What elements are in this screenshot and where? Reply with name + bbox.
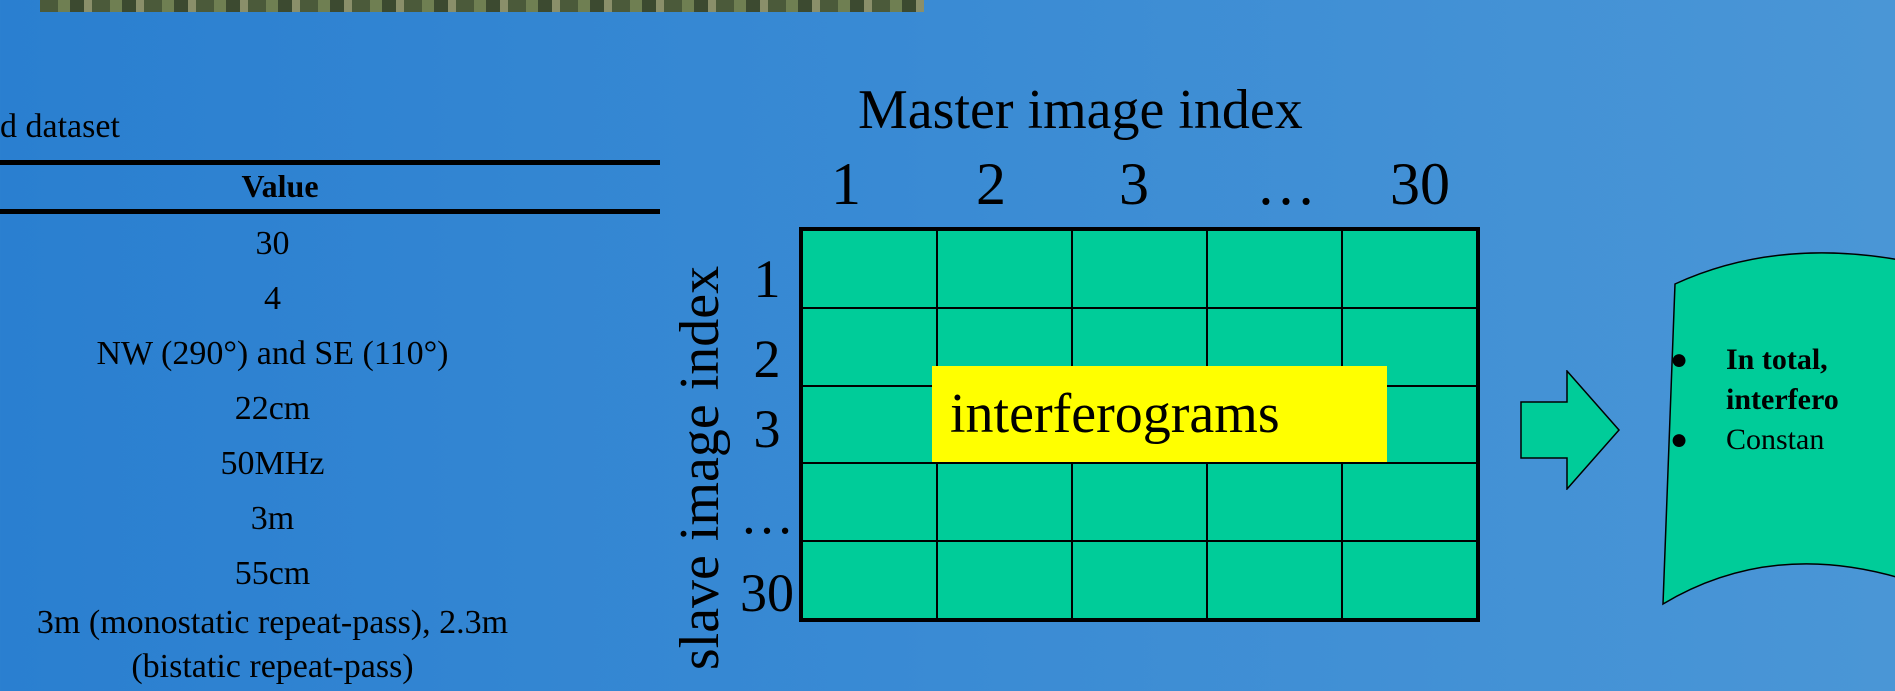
- column-label: 30: [1390, 151, 1450, 217]
- matrix-cell: [802, 463, 937, 542]
- matrix-cell: [1072, 230, 1207, 308]
- matrix-cell: [1342, 307, 1477, 386]
- column-label: …: [1256, 151, 1316, 217]
- matrix-cell: [802, 230, 937, 308]
- summary-scroll-shape: [1662, 252, 1895, 606]
- bullet-dot-icon: ●: [1670, 343, 1689, 376]
- table-column-header: Value: [241, 168, 319, 204]
- matrix-cell: [1207, 541, 1342, 619]
- row-label: 1: [753, 249, 781, 309]
- table-top-rule: [0, 160, 660, 165]
- row-axis-label: slave image index: [669, 265, 731, 671]
- matrix-cell: [1342, 541, 1477, 619]
- summary-bullets: ● In total, interfero ● Constan: [1670, 340, 1895, 460]
- matrix-cell: [802, 541, 937, 619]
- column-label: 3: [1119, 151, 1149, 217]
- matrix-cell: [1072, 463, 1207, 542]
- right-arrow-icon: [1520, 370, 1620, 490]
- table-row: 50MHz: [220, 445, 325, 482]
- matrix-cell: [802, 307, 937, 386]
- row-label: 3: [753, 399, 781, 459]
- matrix-cell: [937, 230, 1072, 308]
- summary-bullet-text: In total,: [1726, 343, 1828, 376]
- table-row: 22cm: [234, 390, 311, 427]
- matrix-cell: [1207, 463, 1342, 542]
- matrix-cell: [1207, 230, 1342, 308]
- photo-strip: [40, 0, 924, 12]
- matrix-cell: [1342, 230, 1477, 308]
- table-header-rule: [0, 209, 660, 214]
- matrix-cell: [937, 463, 1072, 542]
- table-caption: d dataset: [0, 108, 120, 145]
- row-label: 2: [753, 329, 781, 389]
- matrix-cell: [802, 385, 937, 464]
- table-row: 3m (monostatic repeat-pass), 2.3m (bista…: [36, 604, 509, 685]
- row-label: 30: [740, 563, 794, 623]
- matrix-title: Master image index: [858, 79, 1303, 141]
- summary-bullet-text: Constan: [1726, 423, 1825, 456]
- interferograms-callout: interferograms: [932, 366, 1387, 462]
- matrix-cell: [1342, 463, 1477, 542]
- summary-bullet: ● In total,: [1670, 340, 1895, 380]
- table-row: NW (290°) and SE (110°): [96, 335, 449, 372]
- matrix-cell: [1072, 541, 1207, 619]
- table-row: 4: [264, 280, 281, 317]
- bullet-dot-icon: ●: [1670, 423, 1689, 456]
- table-row: 30: [255, 225, 290, 262]
- column-label: 1: [831, 151, 861, 217]
- table-row: 3m: [250, 500, 295, 537]
- row-label: …: [740, 485, 794, 545]
- summary-bullet-text: interfero: [1726, 383, 1839, 416]
- table-row: 55cm: [234, 555, 311, 592]
- summary-bullet: ● Constan: [1670, 420, 1895, 460]
- summary-bullet-continuation: interfero: [1670, 380, 1895, 420]
- matrix-cell: [937, 541, 1072, 619]
- table-body: 30 4 NW (290°) and SE (110°) 22cm 50MHz …: [0, 216, 545, 691]
- column-label: 2: [976, 151, 1006, 217]
